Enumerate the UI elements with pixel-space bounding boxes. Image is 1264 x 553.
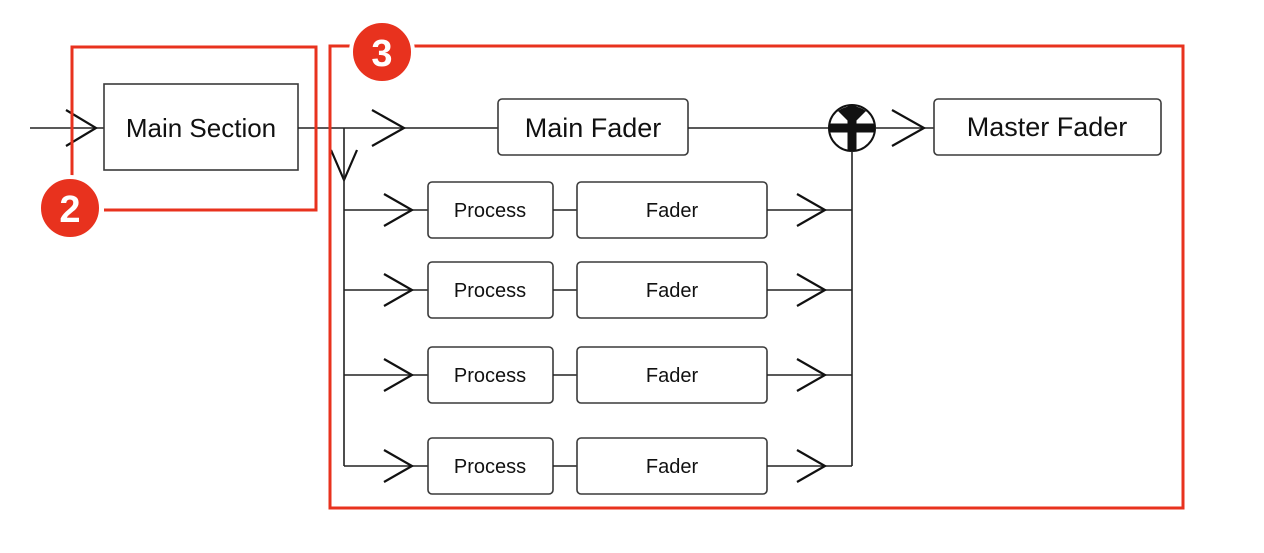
fader-label: Fader (646, 200, 699, 222)
badge-2-number: 2 (59, 189, 80, 231)
fader-label: Fader (646, 280, 699, 302)
fader-label: Fader (646, 456, 699, 478)
main-section-label: Main Section (126, 113, 276, 143)
process-label: Process (454, 365, 526, 387)
arrow-icon (383, 273, 415, 307)
badge-2: 2 (37, 175, 103, 241)
main-fader-node: Main Fader (497, 98, 689, 156)
arrow-icon (383, 193, 415, 227)
arrow-icon (796, 449, 828, 483)
process-label: Process (454, 456, 526, 478)
arrow-icon (796, 273, 828, 307)
branch-row: Process Fader (344, 181, 852, 239)
arrow-icon (383, 449, 415, 483)
process-label: Process (454, 200, 526, 222)
master-fader-node: Master Fader (933, 98, 1162, 156)
main-section-node: Main Section (103, 83, 299, 171)
branch-row: Process Fader (344, 261, 852, 319)
fader-label: Fader (646, 365, 699, 387)
arrow-icon (383, 358, 415, 392)
branch-row: Process Fader (344, 437, 852, 495)
process-label: Process (454, 280, 526, 302)
main-fader-label: Main Fader (525, 113, 662, 143)
arrow-icon (796, 193, 828, 227)
badge-3: 3 (349, 19, 415, 85)
arrow-icon (65, 109, 99, 147)
annotation-frame-3 (328, 44, 1185, 510)
annotation-frame-2 (70, 45, 318, 212)
branch-row: Process Fader (344, 346, 852, 404)
plus-circle-icon (828, 104, 876, 152)
arrow-icon (796, 358, 828, 392)
arrow-icon (891, 109, 927, 147)
master-fader-label: Master Fader (967, 112, 1128, 142)
arrow-icon (371, 109, 407, 147)
badge-3-number: 3 (371, 33, 392, 75)
